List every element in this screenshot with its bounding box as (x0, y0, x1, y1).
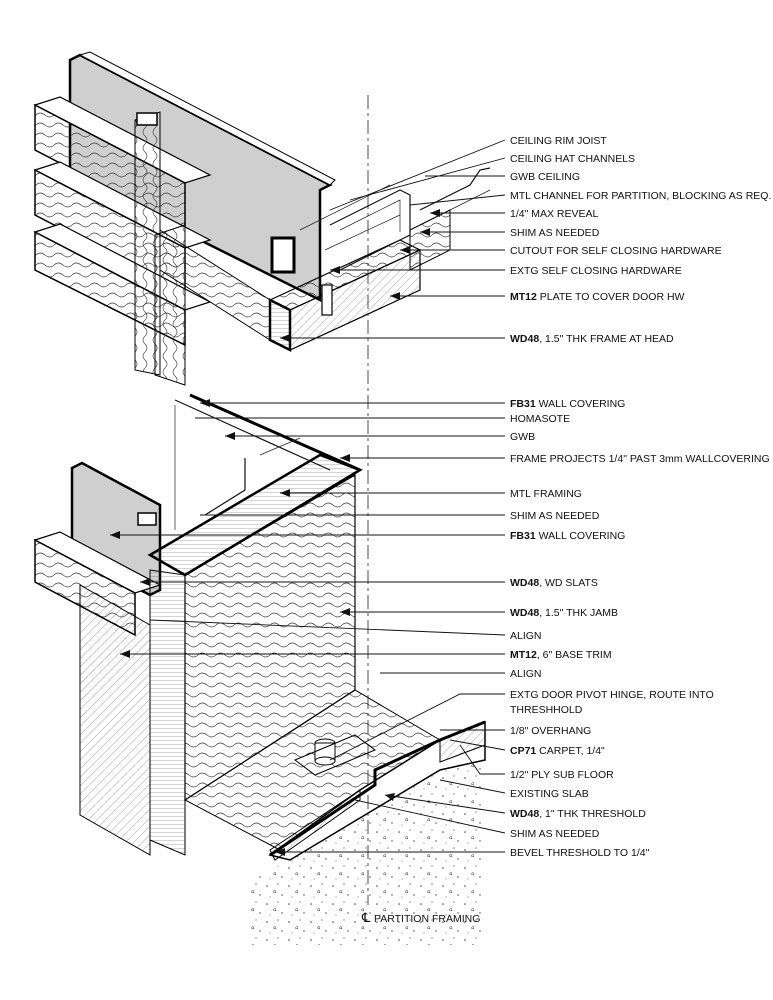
callout-text: ALIGN (510, 668, 542, 680)
callout-label: ALIGN (510, 668, 542, 680)
callout-text: ALIGN (510, 630, 542, 642)
callout-label: EXTG SELF CLOSING HARDWARE (510, 265, 682, 277)
centerline-symbol: ℄ (361, 910, 371, 925)
callout-label: GWB (510, 431, 535, 443)
callout-text: MTL CHANNEL FOR PARTITION, BLOCKING AS R… (510, 190, 771, 202)
jamb-detail-drawing (33, 393, 486, 945)
callout-label-line2: THRESHHOLD (510, 704, 583, 716)
callout-text: MTL FRAMING (510, 488, 582, 500)
callout-text: GWB (510, 431, 535, 443)
callout-label: CEILING HAT CHANNELS (510, 153, 635, 165)
callout-text: , 1" THK THRESHOLD (539, 808, 646, 820)
callout-label: HOMASOTE (510, 413, 570, 425)
callout-text: , 1.5" THK JAMB (539, 607, 618, 619)
callout-label: BEVEL THRESHOLD TO 1/4" (510, 847, 650, 859)
head-detail-drawing (33, 51, 491, 386)
callout-text: CARPET, 1/4" (536, 745, 605, 757)
callout-text: PLATE TO COVER DOOR HW (537, 291, 685, 303)
callout-text: , 1.5" THK FRAME AT HEAD (539, 333, 674, 345)
callout-label: 1/8" OVERHANG (510, 725, 591, 737)
callout-text: SHIM AS NEEDED (510, 227, 600, 239)
callout-label: SHIM AS NEEDED (510, 227, 600, 239)
callout-text: , 6" BASE TRIM (537, 649, 612, 661)
spec-code: FB31 (510, 398, 536, 410)
spec-code: MT12 (510, 291, 537, 303)
callout-label: FB31 WALL COVERING (510, 530, 625, 542)
callout-label: EXISTING SLAB (510, 788, 589, 800)
callout-label: WD48, 1" THK THRESHOLD (510, 808, 646, 820)
spec-code: WD48 (510, 808, 539, 820)
callout-text: FRAME PROJECTS 1/4" PAST 3mm WALLCOVERIN… (510, 453, 770, 465)
callout-label: FB31 WALL COVERING (510, 398, 625, 410)
callout-text: CEILING HAT CHANNELS (510, 153, 635, 165)
callout-text: SHIM AS NEEDED (510, 828, 600, 840)
callout-text: EXTG DOOR PIVOT HINGE, ROUTE INTO (510, 689, 714, 701)
callout-text: HOMASOTE (510, 413, 570, 425)
callout-label: WD48, WD SLATS (510, 577, 598, 589)
spec-code: FB31 (510, 530, 536, 542)
callout-text: WALL COVERING (536, 530, 626, 542)
callout-text: BEVEL THRESHOLD TO 1/4" (510, 847, 650, 859)
callout-label: GWB CEILING (510, 171, 580, 183)
spec-code: WD48 (510, 607, 539, 619)
callout-text: 1/2" PLY SUB FLOOR (510, 769, 614, 781)
jamb-callouts: FB31 WALL COVERING HOMASOTE GWB FRAME PROJE… (510, 398, 770, 859)
callout-text: EXISTING SLAB (510, 788, 589, 800)
callout-label: 1/2" PLY SUB FLOOR (510, 769, 614, 781)
callout-label: WD48, 1.5" THK FRAME AT HEAD (510, 333, 674, 345)
callout-text: SHIM AS NEEDED (510, 510, 600, 522)
callout-label: MTL FRAMING (510, 488, 582, 500)
callout-label: MT12 PLATE TO COVER DOOR HW (510, 291, 685, 303)
callout-label: EXTG DOOR PIVOT HINGE, ROUTE INTO (510, 689, 714, 701)
callout-label: SHIM AS NEEDED (510, 828, 600, 840)
callout-label: MTL CHANNEL FOR PARTITION, BLOCKING AS R… (510, 190, 771, 202)
head-leader-lines (280, 139, 506, 342)
callout-text: WALL COVERING (536, 398, 626, 410)
spec-code: MT12 (510, 649, 537, 661)
callout-text: 1/4" MAX REVEAL (510, 208, 599, 220)
callout-label: WD48, 1.5" THK JAMB (510, 607, 618, 619)
centerline-label: PARTITION FRAMING (374, 913, 480, 925)
spec-code: WD48 (510, 577, 539, 589)
head-callouts: CEILING RIM JOIST CEILING HAT CHANNELS GWB… (510, 135, 771, 345)
callout-label: SHIM AS NEEDED (510, 510, 600, 522)
callout-text: 1/8" OVERHANG (510, 725, 591, 737)
callout-text: GWB CEILING (510, 171, 580, 183)
callout-label: CEILING RIM JOIST (510, 135, 607, 147)
callout-label: ALIGN (510, 630, 542, 642)
callout-text: , WD SLATS (539, 577, 598, 589)
spec-code: WD48 (510, 333, 539, 345)
callout-label: 1/4" MAX REVEAL (510, 208, 599, 220)
callout-label: CP71 CARPET, 1/4" (510, 745, 605, 757)
callout-label: FRAME PROJECTS 1/4" PAST 3mm WALLCOVERIN… (510, 453, 770, 465)
jamb-leader-lines (110, 399, 506, 856)
callout-text: CEILING RIM JOIST (510, 135, 607, 147)
callout-label: MT12, 6" BASE TRIM (510, 649, 612, 661)
spec-code: CP71 (510, 745, 536, 757)
callout-text: CUTOUT FOR SELF CLOSING HARDWARE (510, 245, 722, 257)
callout-text: EXTG SELF CLOSING HARDWARE (510, 265, 682, 277)
callout-label: CUTOUT FOR SELF CLOSING HARDWARE (510, 245, 722, 257)
